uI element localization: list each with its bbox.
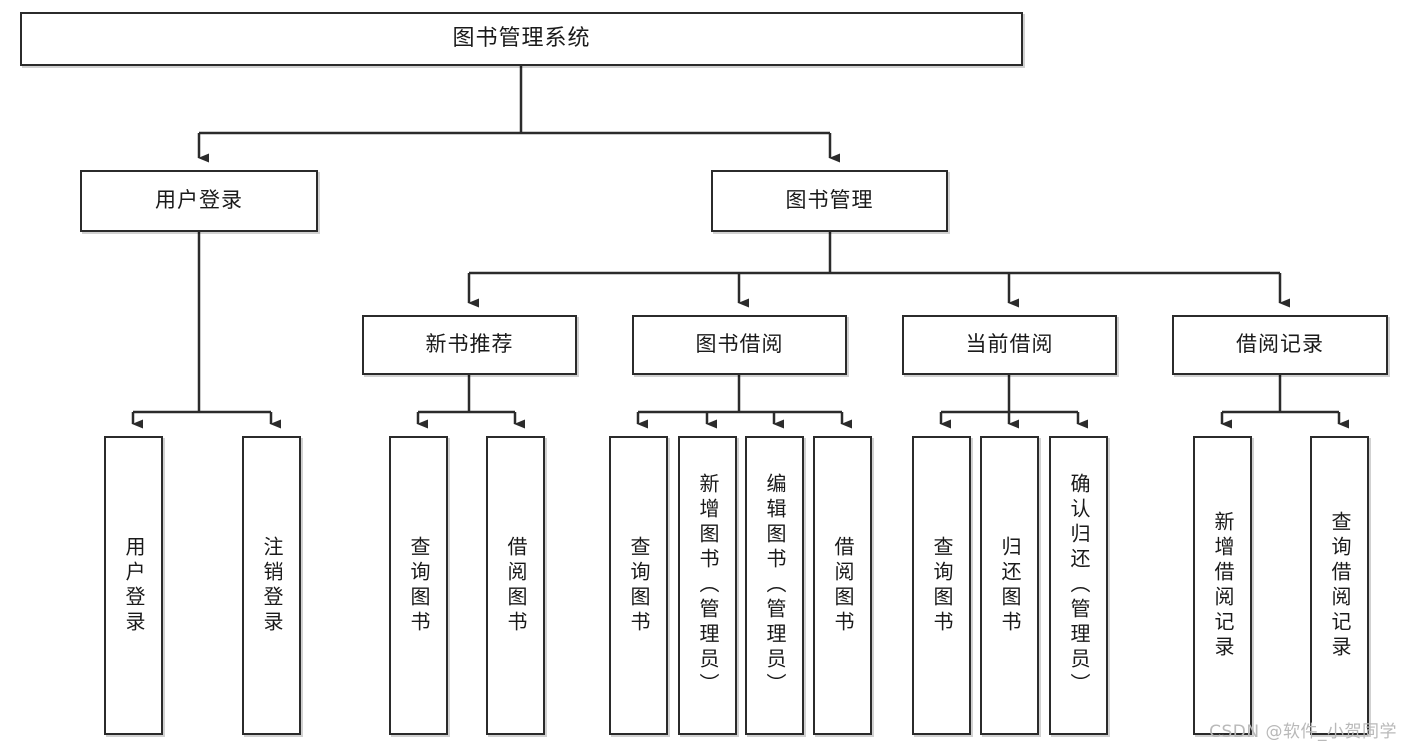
node-label: 图书借阅 [695,332,784,357]
leaf-borrow-record-add-record[interactable]: 新增借阅记录 [1193,436,1252,735]
node-label: 当前借阅 [965,332,1054,357]
leaf-user-login-login[interactable]: 用户登录 [104,436,163,735]
leaf-borrow-record-query-record[interactable]: 查询借阅记录 [1310,436,1369,735]
leaf-current-borrow-return-book[interactable]: 归还图书 [980,436,1039,735]
node-label: 用户登录 [155,188,243,213]
node-borrow-record[interactable]: 借阅记录 [1172,315,1388,375]
node-book-borrow[interactable]: 图书借阅 [632,315,847,375]
leaf-label: 新增借阅记录 [1211,510,1235,661]
leaf-user-login-logout[interactable]: 注销登录 [242,436,301,735]
leaf-label: 编辑图书（管理员） [763,473,787,698]
leaf-label: 查询图书 [930,535,954,636]
leaf-current-borrow-confirm-return-admin[interactable]: 确认归还（管理员） [1049,436,1108,735]
node-current-borrow[interactable]: 当前借阅 [902,315,1117,375]
leaf-label: 查询图书 [627,535,651,636]
leaf-label: 注销登录 [260,535,284,636]
leaf-label: 查询图书 [407,535,431,636]
leaf-new-book-query-book[interactable]: 查询图书 [389,436,448,735]
leaf-book-borrow-borrow-book[interactable]: 借阅图书 [813,436,872,735]
leaf-label: 确认归还（管理员） [1067,473,1091,698]
leaf-book-borrow-add-book-admin[interactable]: 新增图书（管理员） [678,436,737,735]
leaf-label: 用户登录 [122,535,146,636]
node-label: 图书管理系统 [452,25,591,51]
node-new-book-recommend[interactable]: 新书推荐 [362,315,577,375]
node-label: 图书管理 [785,188,874,213]
node-label: 新书推荐 [425,332,514,357]
node-book-management[interactable]: 图书管理 [711,170,948,232]
leaf-book-borrow-query-book[interactable]: 查询图书 [609,436,668,735]
node-label: 借阅记录 [1236,332,1324,357]
leaf-label: 借阅图书 [831,535,855,636]
leaf-new-book-borrow-book[interactable]: 借阅图书 [486,436,545,735]
leaf-label: 归还图书 [998,535,1022,636]
node-root-book-management-system[interactable]: 图书管理系统 [20,12,1023,66]
leaf-label: 借阅图书 [504,535,528,636]
node-user-login[interactable]: 用户登录 [80,170,318,232]
leaf-label: 新增图书（管理员） [696,473,720,698]
leaf-label: 查询借阅记录 [1328,510,1352,661]
leaf-book-borrow-edit-book-admin[interactable]: 编辑图书（管理员） [745,436,804,735]
leaf-current-borrow-query-book[interactable]: 查询图书 [912,436,971,735]
